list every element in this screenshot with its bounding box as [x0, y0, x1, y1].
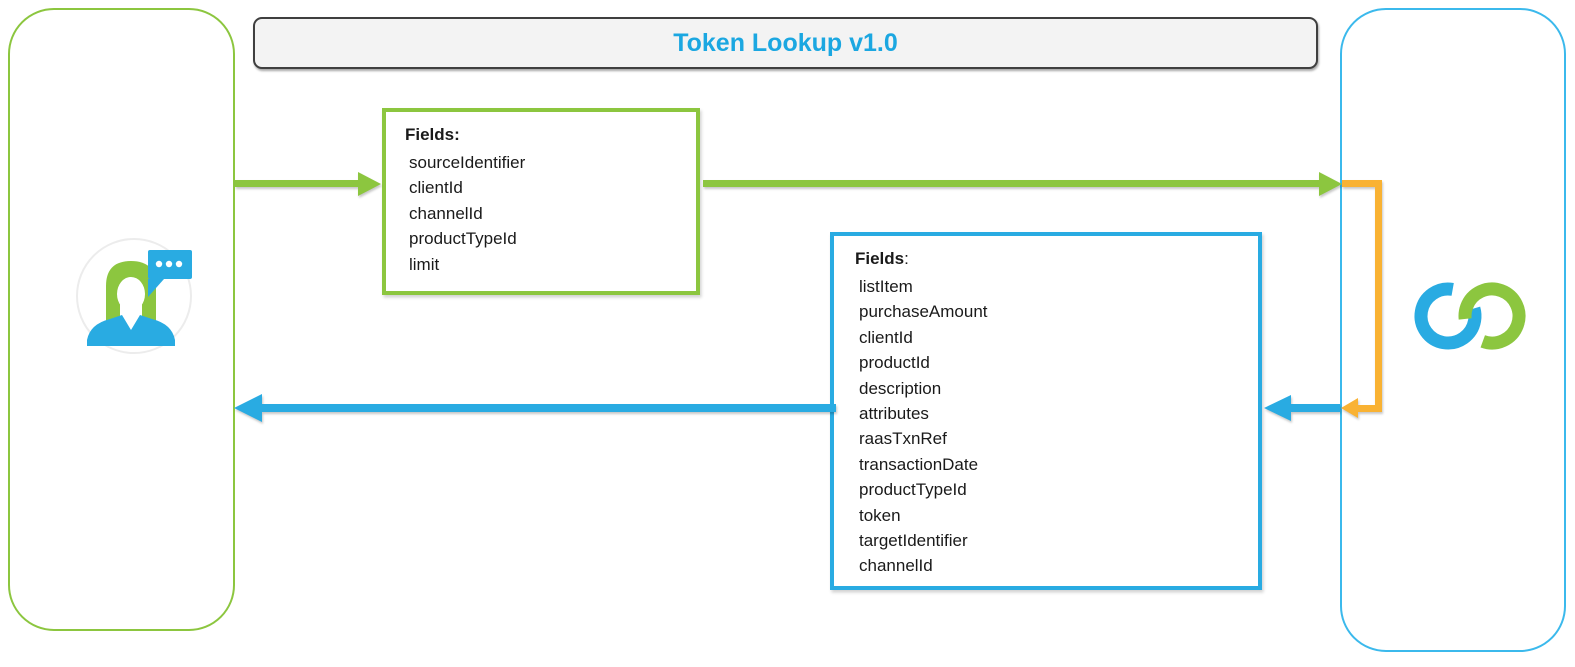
field-item: listItem — [859, 277, 913, 296]
service-panel — [1340, 8, 1566, 652]
field-item: description — [859, 378, 942, 398]
person-with-speech-bubble-icon — [76, 238, 192, 354]
field-item: clientId — [859, 327, 913, 347]
arrow-head-right-icon — [1319, 171, 1342, 196]
field-item: targetIdentifier — [859, 531, 968, 551]
logo-ring-blue — [1414, 282, 1482, 350]
field-item: sourceIdentifier — [409, 153, 526, 172]
field-item: productTypeId — [409, 229, 517, 249]
field-item: raasTxnRef — [859, 429, 947, 449]
arrow-head-right-icon — [358, 171, 381, 196]
field-item: productId — [859, 353, 930, 373]
page-title: Token Lookup v1.0 — [673, 28, 898, 57]
person-body — [87, 315, 175, 346]
response-fields-header-colon: : — [904, 249, 909, 268]
customer-icon — [72, 234, 196, 358]
field-item: clientId — [409, 178, 463, 198]
interlocking-rings-logo-icon — [1414, 282, 1526, 350]
icon-circle-outline — [76, 238, 192, 354]
field-item: purchaseAmount — [859, 302, 988, 322]
service-logo — [1408, 270, 1532, 362]
request-fields-header: Fields: — [405, 125, 460, 144]
field-item: channelId — [409, 203, 483, 223]
speech-bubble-icon — [148, 250, 192, 297]
person-bangs — [114, 267, 148, 278]
arrow-head-left-icon — [234, 394, 262, 422]
field-item: limit — [409, 254, 440, 274]
request-fields-box: Fields: sourceIdentifier clientId channe… — [382, 108, 700, 295]
field-item: token — [859, 505, 901, 525]
response-fields-header: Fields: — [855, 244, 1258, 274]
title-bar: Token Lookup v1.0 — [253, 17, 1318, 69]
response-fields-box: Fields: listItem purchaseAmount clientId… — [830, 232, 1262, 590]
field-item: channelId — [859, 556, 933, 576]
field-item: productTypeId — [859, 480, 967, 500]
arrow-head-left-icon — [1264, 395, 1291, 421]
person-neck — [120, 298, 142, 326]
field-item: transactionDate — [859, 454, 979, 474]
customer-panel — [8, 8, 235, 631]
field-item: attributes — [859, 404, 929, 424]
response-fields-header-word: Fields — [855, 249, 905, 268]
logo-ring-green — [1458, 282, 1526, 350]
